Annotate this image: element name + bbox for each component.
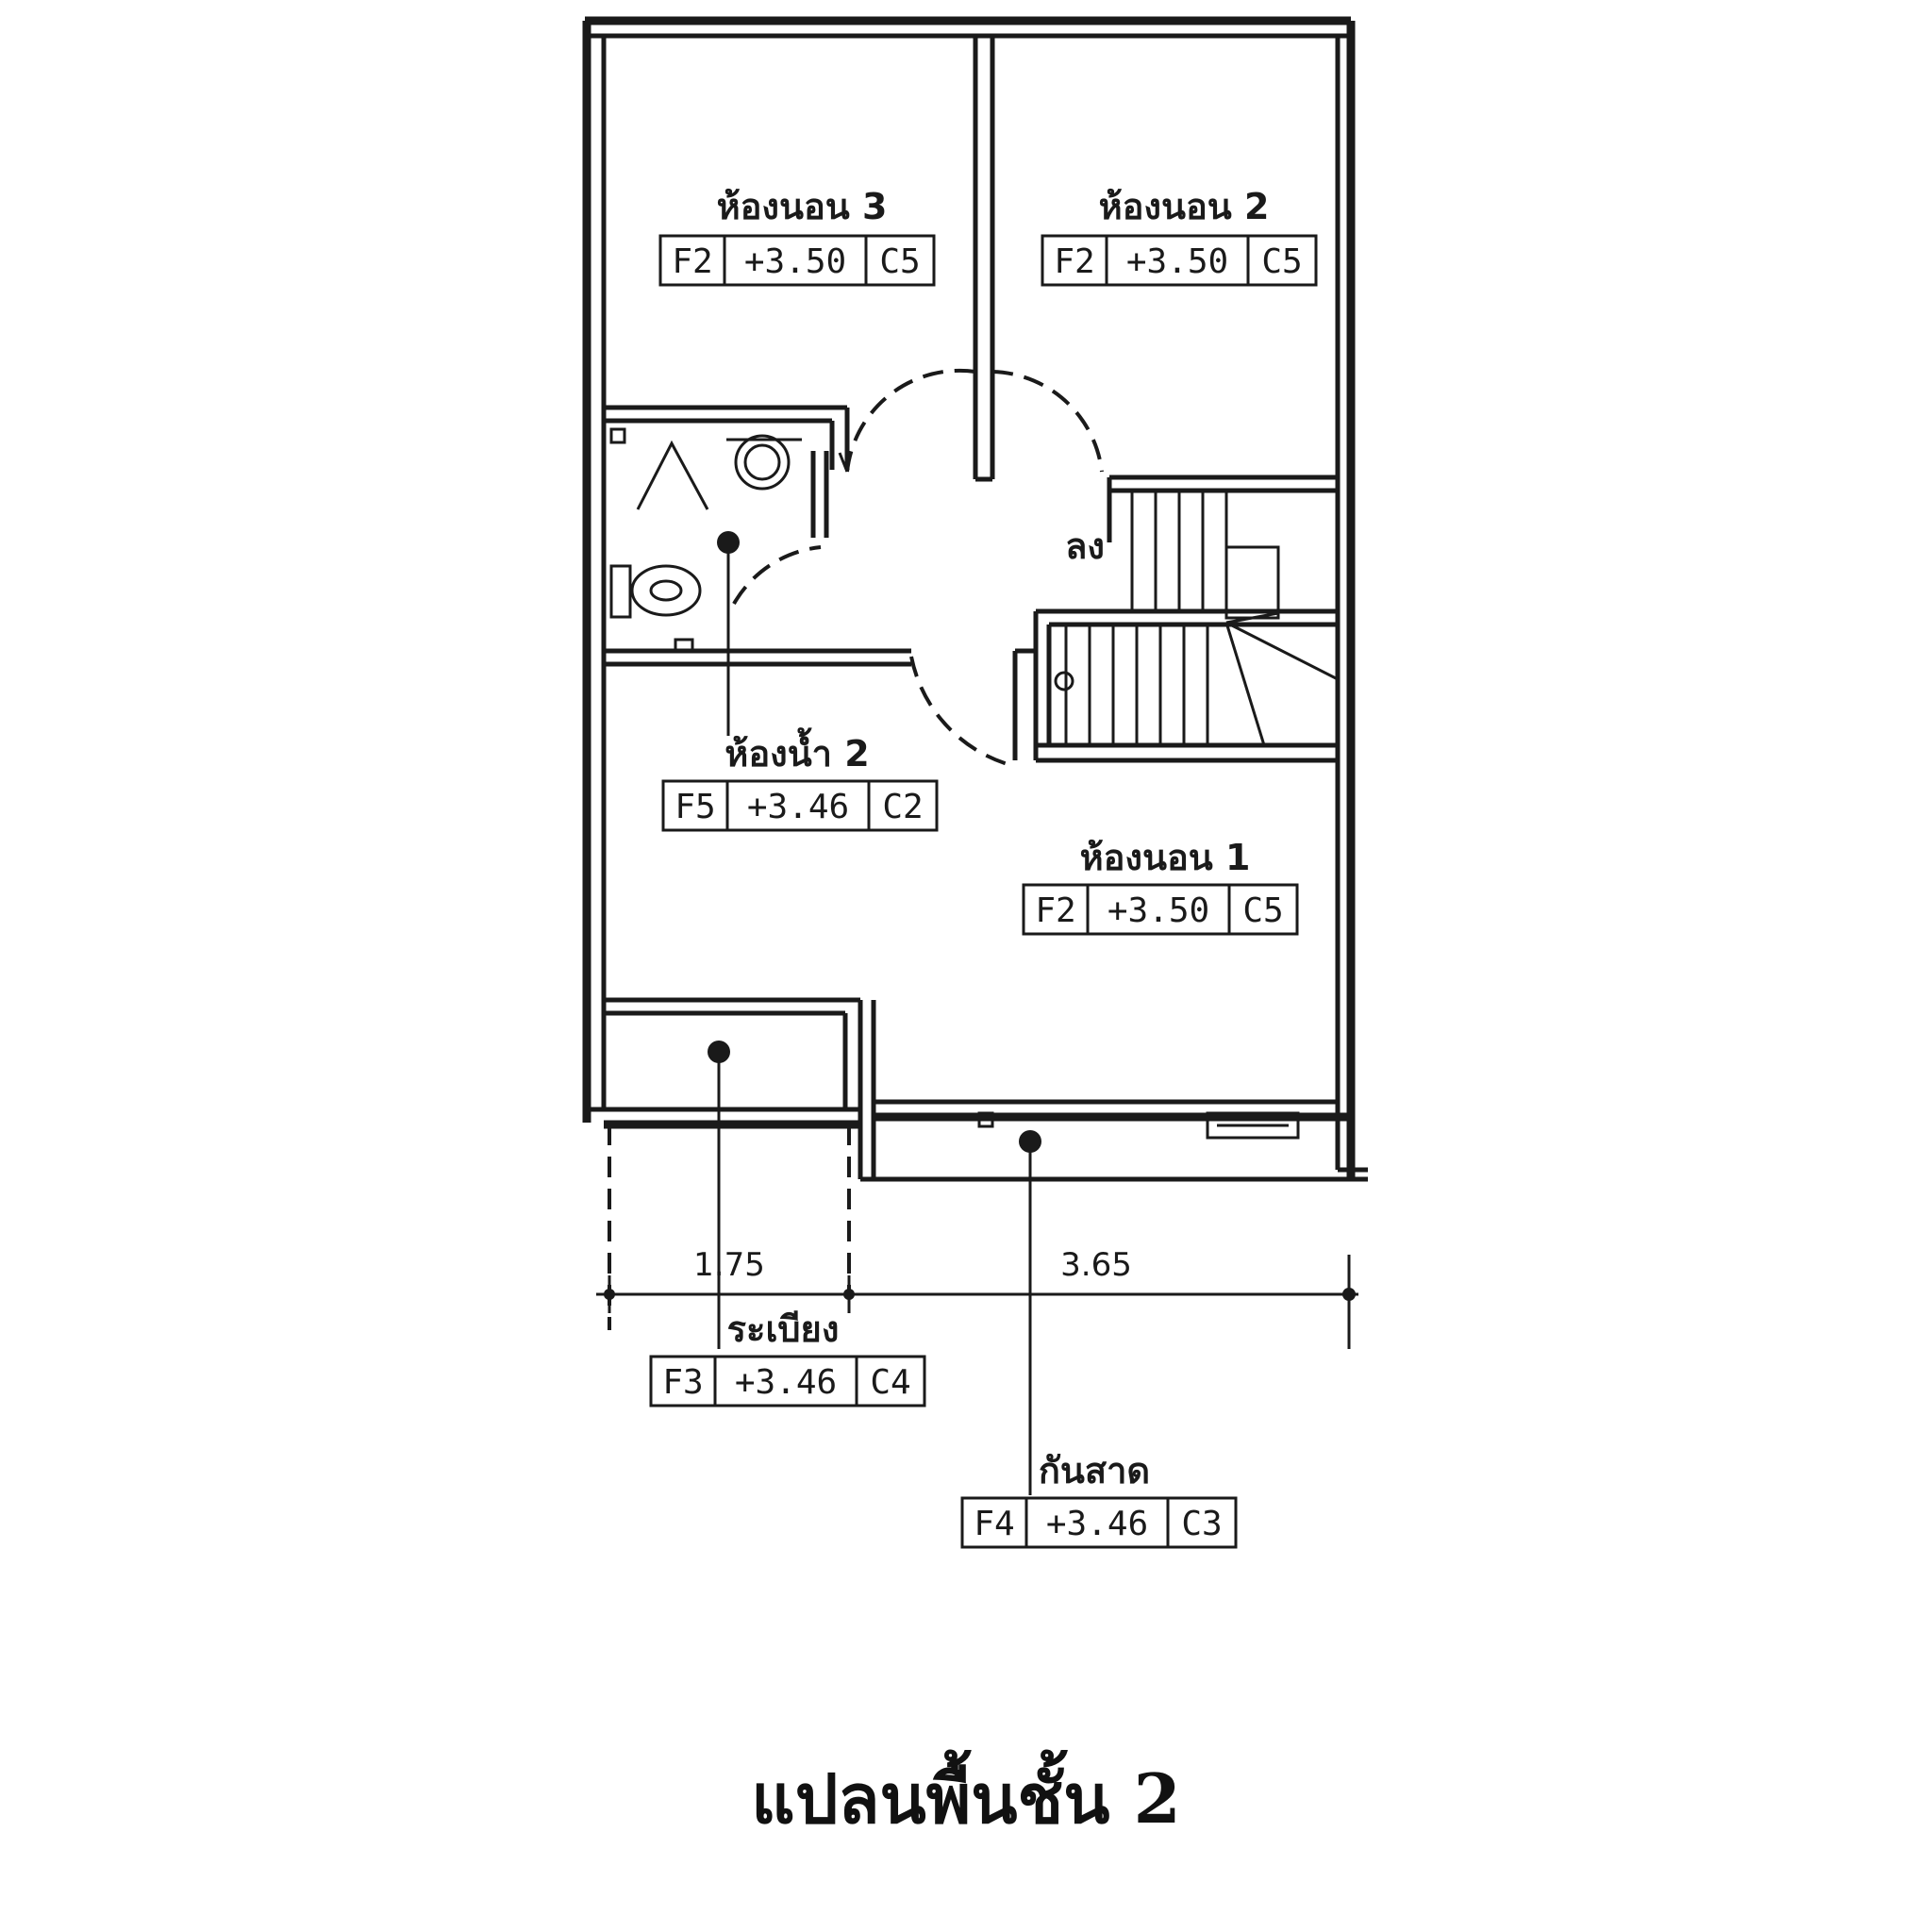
room-label-balcony: ระเบียง F3 +3.46 C4 xyxy=(649,1308,926,1407)
plan-title: แปลนพื้นชั้น 2 xyxy=(751,1749,1180,1839)
ceiling-code: C5 xyxy=(879,242,920,281)
floor-level: +3.50 xyxy=(1126,242,1228,281)
room-label-bedroom-3: ห้องนอน 3 F2 +3.50 C5 xyxy=(658,186,936,287)
ceiling-code: C3 xyxy=(1181,1505,1222,1543)
floor-code: F5 xyxy=(675,788,715,826)
floor-level: +3.50 xyxy=(1108,891,1209,930)
floor-level: +3.46 xyxy=(747,788,849,826)
room-label-bathroom-2: ห้องน้ำ 2 F5 +3.46 C2 xyxy=(661,727,939,832)
room-name: ห้องนอน 1 xyxy=(1080,837,1251,878)
room-label-bedroom-2: ห้องนอน 2 F2 +3.50 C5 xyxy=(1041,186,1318,287)
room-label-bedroom-1: ห้องนอน 1 F2 +3.50 C5 xyxy=(1022,837,1299,936)
bedroom-partition-wall xyxy=(973,36,995,482)
ceiling-code: C4 xyxy=(870,1363,910,1402)
floor-level: +3.46 xyxy=(1046,1505,1148,1543)
basin-icon xyxy=(726,434,802,491)
room-label-canopy: กันสาด F4 +3.46 C3 xyxy=(960,1450,1238,1549)
toilet-icon xyxy=(609,564,702,619)
floor-code: F3 xyxy=(662,1363,703,1402)
floor-code: F2 xyxy=(1054,242,1094,281)
bathroom-walls xyxy=(604,405,911,667)
room-name: ห้องนอน 2 xyxy=(1099,186,1270,227)
ceiling-code: C5 xyxy=(1261,242,1302,281)
floor-level: +3.46 xyxy=(735,1363,837,1402)
door-swings xyxy=(732,368,1104,766)
bathroom-fixtures xyxy=(609,427,802,653)
floor-code: F2 xyxy=(1035,891,1075,930)
exterior-walls xyxy=(582,16,1368,1182)
leader-lines xyxy=(708,531,1041,1495)
floor-code: F4 xyxy=(974,1505,1014,1543)
floor-code: F2 xyxy=(672,242,712,281)
dimension-right: 3.65 xyxy=(1060,1246,1132,1284)
room-name: ห้องนอน 3 xyxy=(717,186,888,227)
ceiling-code: C5 xyxy=(1242,891,1283,930)
dimension-line xyxy=(596,1255,1358,1349)
ceiling-code: C2 xyxy=(882,788,923,826)
room-name: ระเบียง xyxy=(727,1308,840,1350)
floor-level: +3.50 xyxy=(744,242,846,281)
dimension-left: 1.75 xyxy=(693,1246,765,1284)
stair-down-label: ลง xyxy=(1065,525,1105,567)
staircase xyxy=(1012,475,1339,763)
room-name: ห้องน้ำ 2 xyxy=(724,727,869,774)
room-name: กันสาด xyxy=(1039,1450,1150,1491)
